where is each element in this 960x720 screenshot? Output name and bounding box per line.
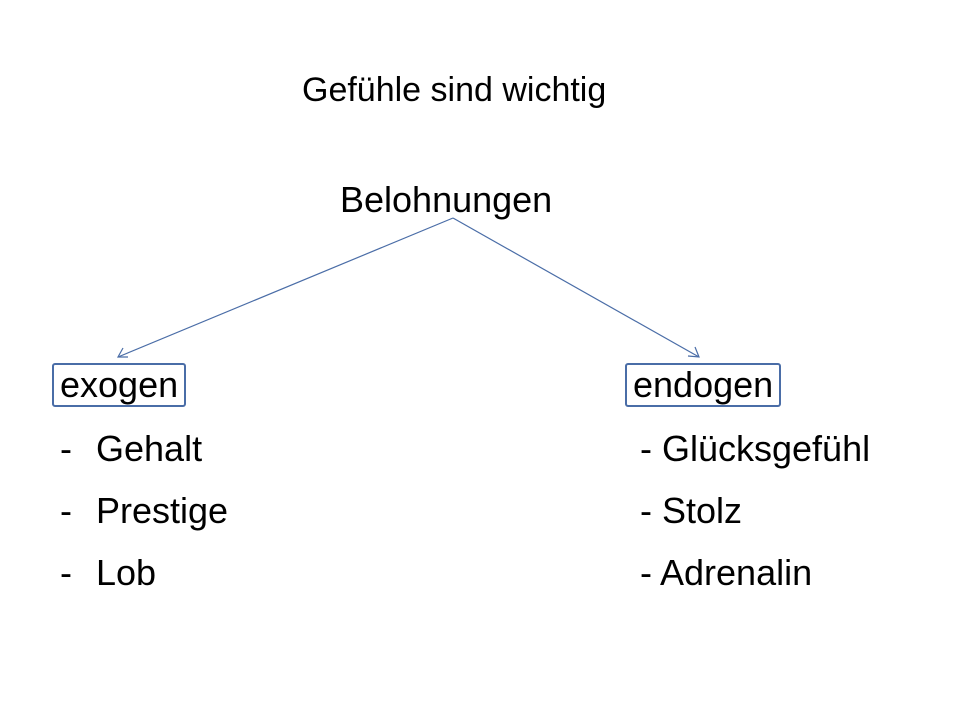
connector-left [117, 217, 454, 358]
endogen-node: endogen [625, 363, 782, 407]
exogen-list: -Gehalt -Prestige -Lob [60, 418, 228, 604]
list-item: -Gehalt [60, 418, 228, 480]
endogen-label: endogen [633, 364, 774, 405]
exogen-node: exogen [52, 363, 187, 407]
list-item: - Adrenalin [640, 552, 813, 593]
dash-bullet: - [60, 490, 72, 531]
dash-bullet: - [60, 428, 72, 469]
list-item: -Lob [60, 542, 228, 604]
arrowhead-right [687, 346, 700, 358]
endogen-list: - Glücksgefühl - Stolz - Adrenalin [640, 418, 870, 604]
list-item: - Stolz [640, 490, 743, 531]
arrowhead-left [116, 347, 128, 358]
dash-bullet: - [60, 552, 72, 593]
slide-title: Gefühle sind wichtig [302, 71, 607, 109]
exogen-label: exogen [60, 364, 179, 405]
connector-right [452, 217, 700, 358]
root-node-label: Belohnungen [340, 179, 553, 220]
list-item: -Prestige [60, 480, 228, 542]
list-item: - Glücksgefühl [640, 428, 871, 469]
